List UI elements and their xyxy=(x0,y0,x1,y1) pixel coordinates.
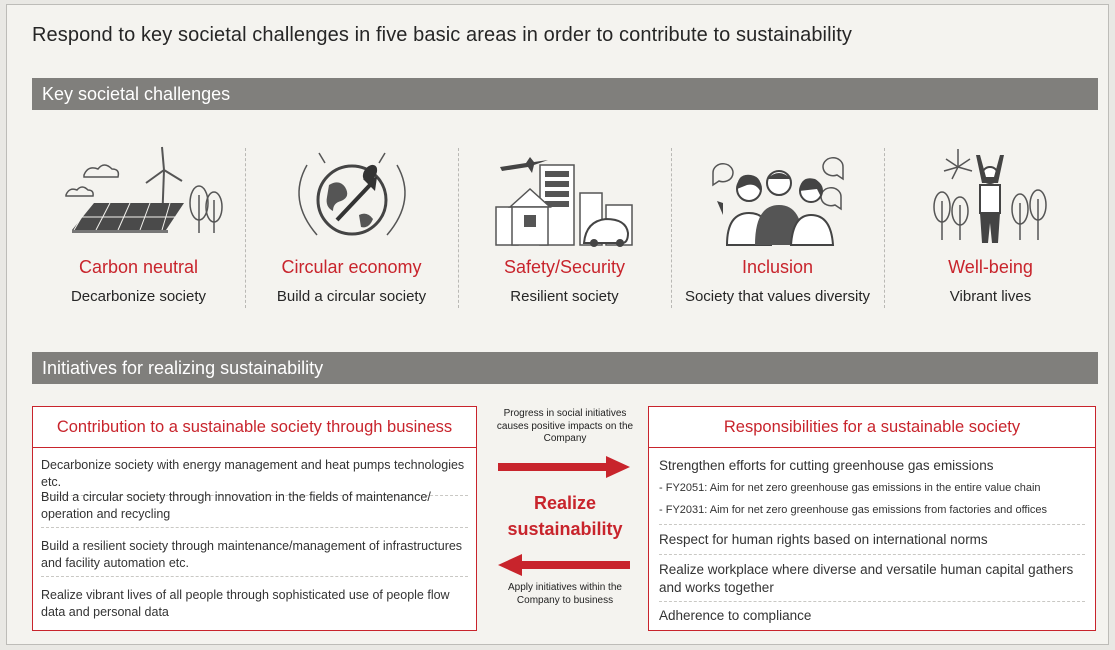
realize-line-2: sustainability xyxy=(507,519,623,539)
wind-solar-icon xyxy=(64,146,223,233)
city-safety-icon xyxy=(494,157,633,247)
area-well-being: Well-being Vibrant lives xyxy=(884,140,1097,315)
page-title: Respond to key societal challenges in fi… xyxy=(32,24,852,46)
right-arrow-icon xyxy=(498,456,630,478)
box-title: Contribution to a sustainable society th… xyxy=(33,407,476,448)
area-carbon-neutral: Carbon neutral Decarbonize society xyxy=(32,140,245,315)
responsibilities-box: Responsibilities for a sustainable socie… xyxy=(648,406,1096,631)
list-item: Build a resilient society through mainte… xyxy=(41,538,468,577)
area-name: Inclusion xyxy=(741,257,814,277)
area-name: Circular economy xyxy=(281,257,422,277)
divider xyxy=(884,148,885,308)
realize-line-1: Realize xyxy=(533,493,597,513)
sub-item: - FY2051: Aim for net zero greenhouse ga… xyxy=(659,482,1041,494)
area-subtitle: Decarbonize society xyxy=(70,288,207,305)
happy-person-trees-icon xyxy=(932,149,1047,243)
divider xyxy=(458,148,459,308)
box-title: Responsibilities for a sustainable socie… xyxy=(649,407,1095,448)
area-name: Well-being xyxy=(948,257,1033,277)
realize-sustainability-label: Realize sustainability xyxy=(490,490,640,542)
top-note: Progress in social initiatives causes po… xyxy=(496,408,634,444)
list-item: Realize workplace where diverse and vers… xyxy=(659,561,1085,602)
divider xyxy=(671,148,672,308)
bottom-note: Apply initiatives within the Company to … xyxy=(508,582,622,606)
area-subtitle: Society that values diversity xyxy=(684,288,871,305)
business-contribution-box: Contribution to a sustainable society th… xyxy=(32,406,477,631)
sub-item: - FY2031: Aim for net zero greenhouse ga… xyxy=(659,503,1085,525)
list-item: Respect for human rights based on intern… xyxy=(659,531,1085,555)
area-name: Carbon neutral xyxy=(78,257,199,277)
left-arrow-icon xyxy=(498,554,630,576)
area-safety-security: Safety/Security Resilient society xyxy=(458,140,671,315)
section-band-challenges: Key societal challenges xyxy=(32,78,1098,110)
area-subtitle: Vibrant lives xyxy=(949,288,1032,305)
list-item: Build a circular society through innovat… xyxy=(41,489,468,528)
globe-cycle-icon xyxy=(297,152,406,236)
section-band-initiatives: Initiatives for realizing sustainability xyxy=(32,352,1098,384)
area-circular-economy: Circular economy Build a circular societ… xyxy=(245,140,458,315)
area-subtitle: Resilient society xyxy=(510,288,619,305)
list-item: Decarbonize society with energy manageme… xyxy=(41,457,468,496)
divider xyxy=(245,148,246,308)
list-item: Adherence to compliance xyxy=(659,608,812,623)
list-item: Realize vibrant lives of all people thro… xyxy=(41,588,450,619)
diverse-people-icon xyxy=(711,157,844,246)
center-arrows: Progress in social initiatives causes po… xyxy=(490,408,640,633)
list-item: Strengthen efforts for cutting greenhous… xyxy=(659,458,994,473)
area-name: Safety/Security xyxy=(503,257,626,277)
area-inclusion: Inclusion Society that values diversity xyxy=(671,140,884,315)
area-subtitle: Build a circular society xyxy=(276,288,427,305)
challenge-areas: Carbon neutral Decarbonize society Circu… xyxy=(32,140,1098,320)
